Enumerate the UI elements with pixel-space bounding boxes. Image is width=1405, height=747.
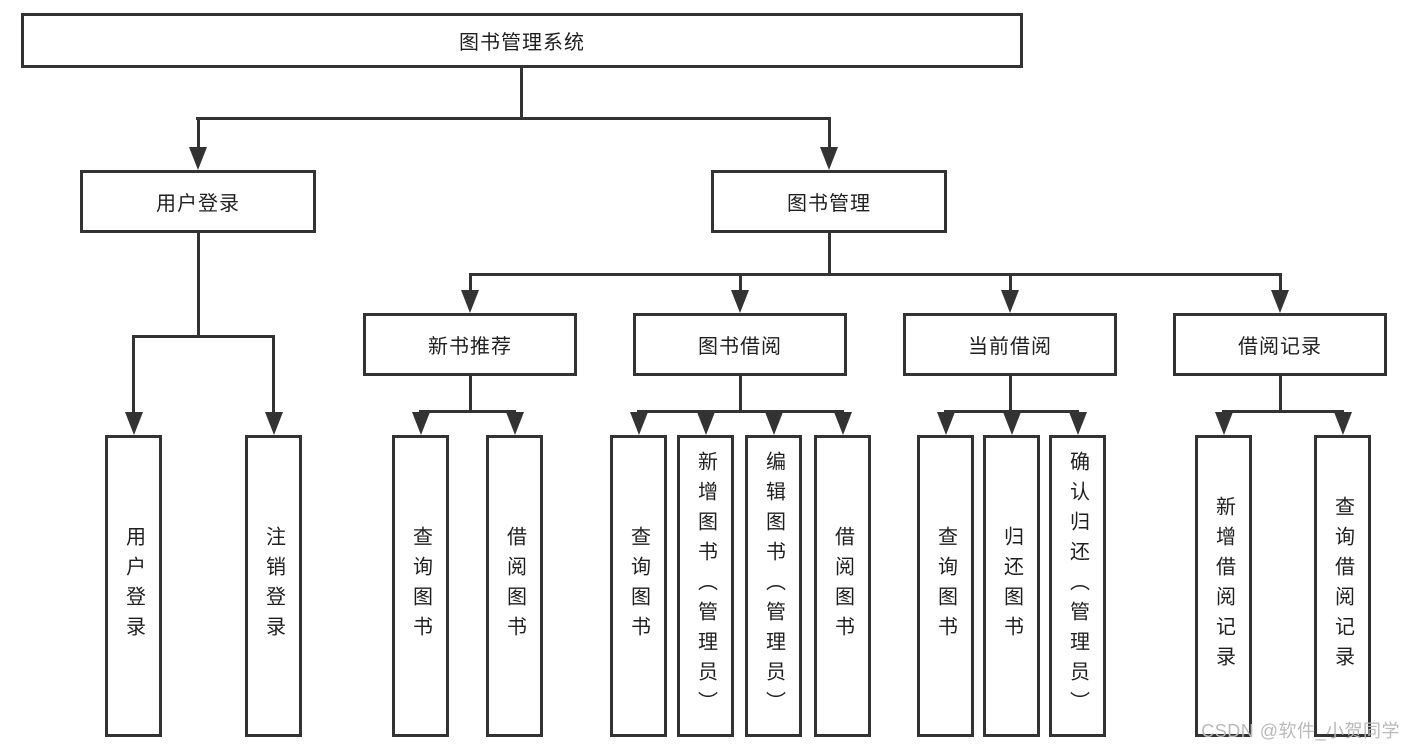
connector-l3-records-arrow-stem	[1278, 273, 1282, 293]
node-borrow-records-label: 借阅记录	[1238, 336, 1322, 358]
connector-records-branch	[1222, 410, 1344, 413]
connector-level3-branch	[468, 273, 1282, 276]
arrow-down-return-books	[1002, 412, 1021, 435]
connector-l3-recommend-arrow-stem	[468, 273, 472, 293]
leaf-query-books-recommend-label: 查询图书	[409, 526, 432, 646]
leaf-add-books-admin: 新增图书（管理员）	[677, 435, 734, 737]
connector-borrow-branch	[637, 410, 844, 413]
connector-l3-borrow-arrow-stem	[738, 273, 742, 293]
arrow-down-query-books-current	[936, 412, 955, 435]
leaf-confirm-return-admin: 确认归还（管理员）	[1049, 435, 1106, 737]
arrow-down-edit-books-admin	[764, 412, 783, 435]
leaf-query-books-current: 查询图书	[917, 435, 974, 737]
node-new-book-recommend-label: 新书推荐	[428, 336, 512, 358]
connector-book-mgmt-stem	[827, 233, 831, 276]
arrow-down-add-books-admin	[696, 412, 715, 435]
arrow-down-leaf-login	[124, 412, 143, 435]
node-user-login-label: 用户登录	[156, 193, 240, 215]
node-borrow-records: 借阅记录	[1173, 313, 1387, 376]
leaf-return-books: 归还图书	[983, 435, 1040, 737]
leaf-confirm-return-admin-label: 确认归还（管理员）	[1066, 451, 1089, 721]
arrow-down-borrow-books	[833, 412, 852, 435]
connector-user-login-branch	[132, 335, 275, 338]
connector-user-login-stem	[196, 233, 200, 338]
leaf-logout: 注销登录	[245, 435, 302, 737]
leaf-add-borrow-record: 新增借阅记录	[1195, 435, 1252, 737]
arrow-down-confirm-return	[1068, 412, 1087, 435]
connector-current-stem	[1008, 376, 1012, 413]
leaf-query-books-recommend: 查询图书	[392, 435, 449, 737]
arrow-down-query-books-recommend	[411, 412, 430, 435]
leaf-logout-label: 注销登录	[262, 526, 285, 646]
connector-borrow-stem	[738, 376, 742, 413]
node-root-label: 图书管理系统	[459, 32, 585, 54]
arrow-down-leaf-logout	[264, 412, 283, 435]
node-user-login: 用户登录	[80, 170, 316, 233]
leaf-return-books-label: 归还图书	[1000, 526, 1023, 646]
connector-l3-current-arrow-stem	[1008, 273, 1012, 293]
leaf-borrow-books-recommend-label: 借阅图书	[503, 526, 526, 646]
leaf-query-borrow-record: 查询借阅记录	[1314, 435, 1371, 737]
connector-recommend-branch	[419, 410, 516, 413]
connector-book-mgmt-arrow-stem	[827, 117, 831, 150]
arrow-down-current-borrow	[1001, 290, 1019, 313]
leaf-borrow-books-label: 借阅图书	[831, 526, 854, 646]
node-book-borrow-label: 图书借阅	[698, 336, 782, 358]
leaf-borrow-books: 借阅图书	[814, 435, 871, 737]
leaf-borrow-books-recommend: 借阅图书	[486, 435, 543, 737]
leaf-user-login-label: 用户登录	[122, 526, 145, 646]
leaf-query-books-current-label: 查询图书	[934, 526, 957, 646]
arrow-down-borrow-records	[1271, 290, 1289, 313]
csdn-watermark: CSDN @软件_小贺同学	[1201, 721, 1400, 741]
connector-current-branch	[944, 410, 1079, 413]
connector-leaf-login-stem	[132, 335, 135, 416]
arrow-down-add-borrow-record	[1214, 412, 1233, 435]
arrow-down-book-mgmt	[820, 147, 838, 170]
arrow-down-user-login	[189, 147, 207, 170]
leaf-query-borrow-record-label: 查询借阅记录	[1331, 496, 1354, 676]
node-current-borrow: 当前借阅	[903, 313, 1117, 376]
leaf-edit-books-admin: 编辑图书（管理员）	[745, 435, 802, 737]
node-book-borrow: 图书借阅	[633, 313, 847, 376]
leaf-query-books-borrow: 查询图书	[610, 435, 667, 737]
connector-root-branch	[196, 117, 831, 120]
node-book-management-label: 图书管理	[787, 193, 871, 215]
node-root-system: 图书管理系统	[21, 13, 1023, 68]
connector-leaf-logout-stem	[272, 335, 275, 416]
arrow-down-query-borrow-record	[1333, 412, 1352, 435]
node-current-borrow-label: 当前借阅	[968, 336, 1052, 358]
leaf-query-books-borrow-label: 查询图书	[627, 526, 650, 646]
arrow-down-book-borrow	[731, 290, 749, 313]
arrow-down-borrow-books-recommend	[505, 412, 524, 435]
node-new-book-recommend: 新书推荐	[363, 313, 577, 376]
leaf-edit-books-admin-label: 编辑图书（管理员）	[762, 451, 785, 721]
connector-records-stem	[1278, 376, 1282, 413]
leaf-add-books-admin-label: 新增图书（管理员）	[694, 451, 717, 721]
arrow-down-new-book-recommend	[461, 290, 479, 313]
connector-recommend-stem	[468, 376, 472, 413]
arrow-down-query-books-borrow	[629, 412, 648, 435]
connector-root-stem	[520, 68, 523, 120]
connector-user-login-arrow-stem	[196, 117, 200, 150]
node-book-management: 图书管理	[711, 170, 947, 233]
leaf-user-login: 用户登录	[105, 435, 162, 737]
leaf-add-borrow-record-label: 新增借阅记录	[1212, 496, 1235, 676]
